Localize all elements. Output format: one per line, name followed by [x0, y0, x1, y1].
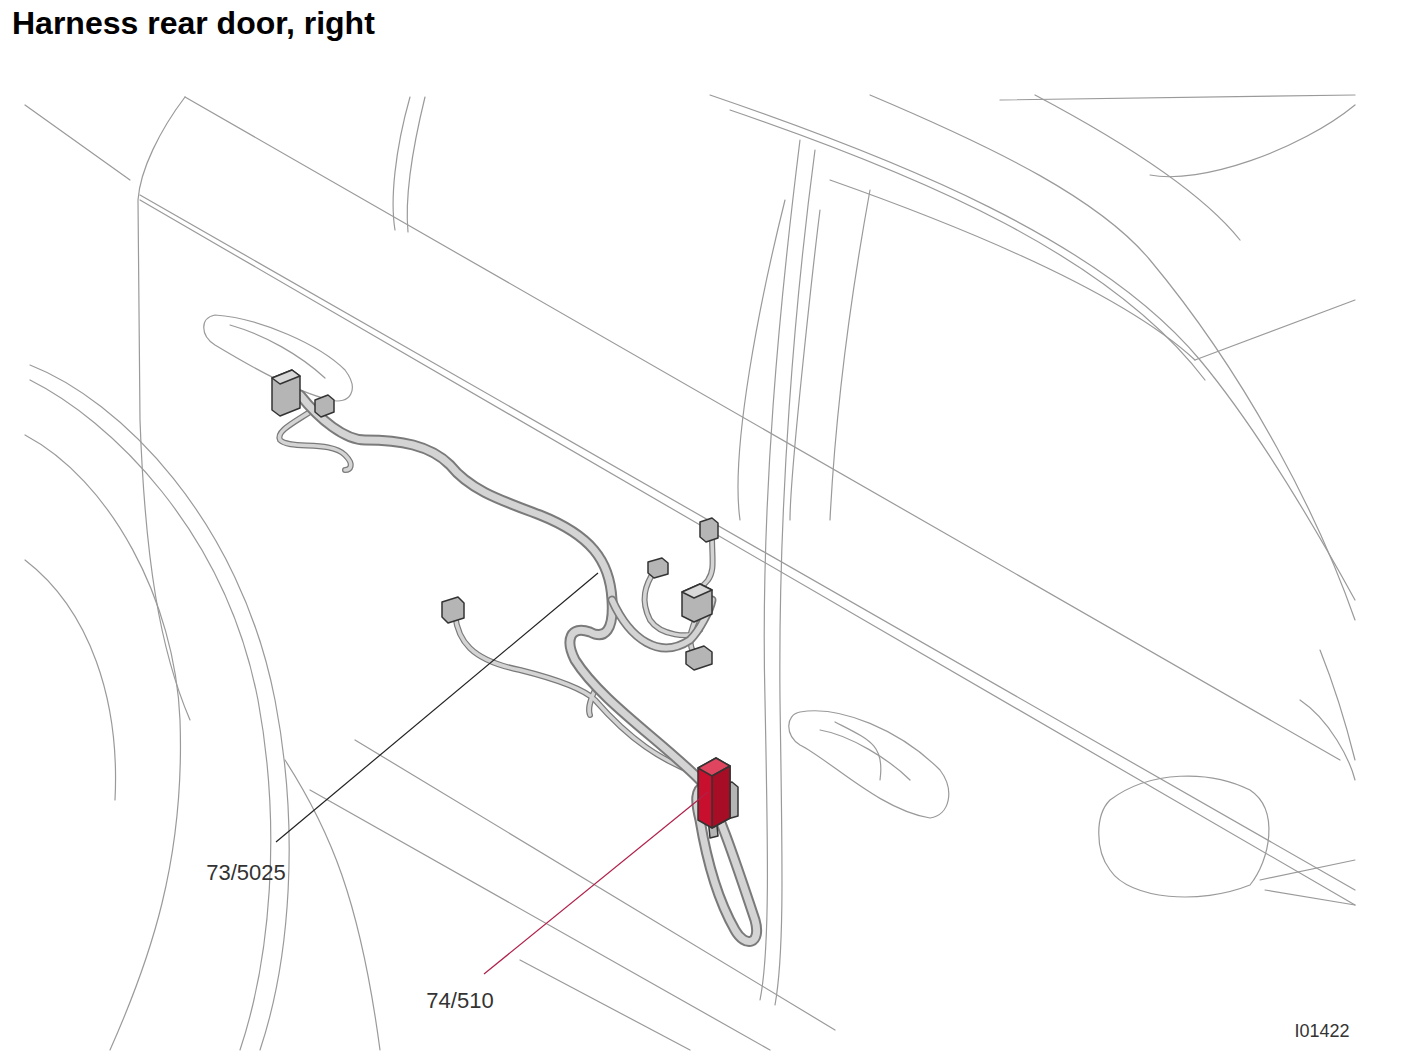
figure-title: Harness rear door, right: [12, 5, 375, 42]
leader-line: [276, 573, 598, 842]
leader-line: [484, 792, 708, 974]
callout-number: 73/5025: [206, 860, 286, 886]
figure-reference: I01422: [1294, 1021, 1349, 1042]
callout-number: 74/510: [426, 988, 493, 1014]
